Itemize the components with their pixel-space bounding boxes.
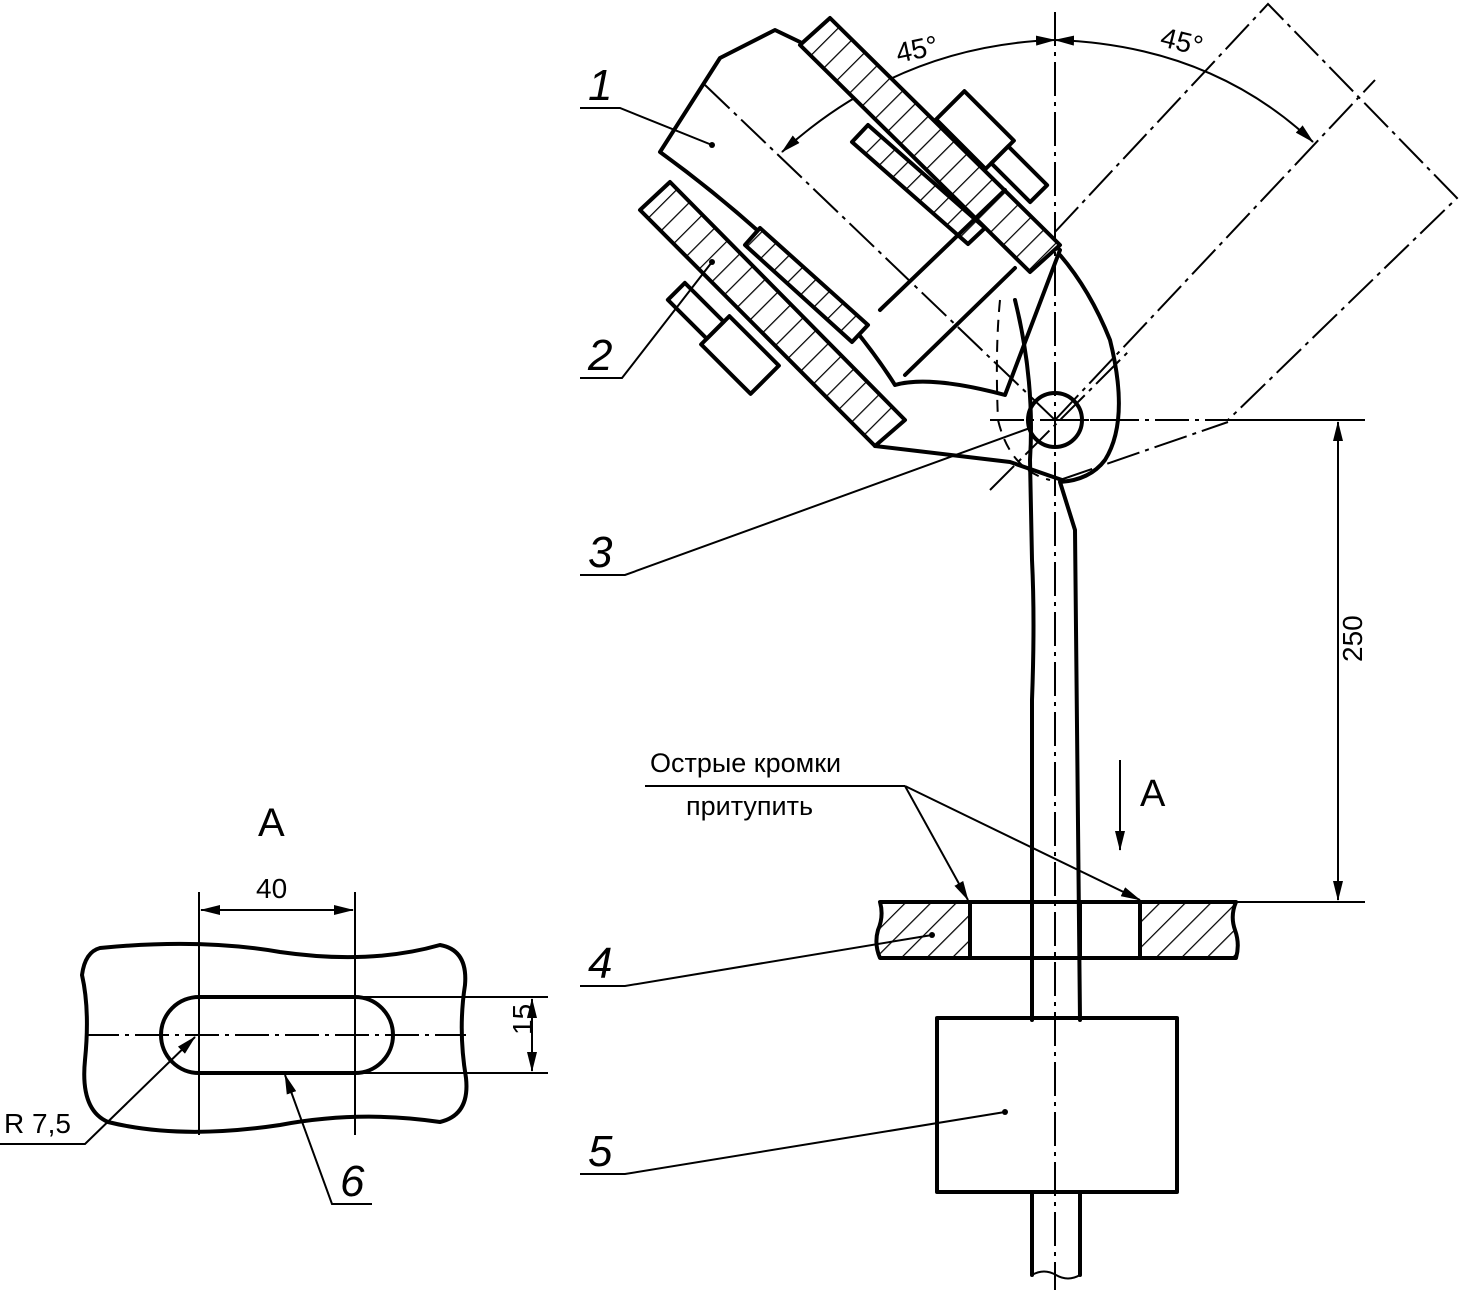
weight-part-5 — [935, 1016, 1179, 1194]
height-dimension-label: 250 — [1337, 615, 1368, 662]
view-a-title: A — [258, 801, 285, 845]
plate-part-4 — [874, 900, 1240, 960]
note: Острые кромки притупить — [645, 748, 1141, 901]
clamp-lower-wall — [638, 180, 907, 448]
callout-4: 4 — [588, 939, 612, 988]
view-a: A 40 15 R 7,5 6 — [0, 801, 548, 1206]
upper-liner — [850, 123, 987, 246]
view-arrow: A — [1115, 760, 1166, 851]
bolts — [665, 89, 1050, 396]
callout-1: 1 — [588, 61, 612, 110]
note-line-2: притупить — [686, 791, 813, 821]
callout-6: 6 — [340, 1157, 365, 1206]
angle-dimensions: 45° 45° — [781, 21, 1314, 153]
pivot-part-3 — [989, 253, 1131, 1022]
note-line-1: Острые кромки — [650, 748, 841, 778]
callout-2: 2 — [587, 331, 612, 380]
view-arrow-label: A — [1140, 773, 1166, 815]
slot-width-label: 15 — [507, 1004, 538, 1035]
angle-right-label: 45° — [1158, 21, 1207, 61]
lower-liner — [743, 226, 870, 344]
alternate-position-outline — [1054, 2, 1459, 481]
callout-5: 5 — [588, 1127, 613, 1176]
height-dimension: 250 — [1230, 419, 1368, 903]
callouts: 1 2 3 4 5 — [580, 61, 1031, 1176]
rod — [1030, 1190, 1082, 1280]
angle-left-label: 45° — [893, 30, 941, 69]
clamp-part-2 — [638, 16, 1064, 482]
main-view: 45° 45° — [580, 2, 1459, 1290]
callout-3: 3 — [588, 528, 613, 577]
slot-length-label: 40 — [256, 873, 287, 904]
view-a-plate-outline — [80, 941, 469, 1134]
radius-label: R 7,5 — [4, 1108, 71, 1139]
